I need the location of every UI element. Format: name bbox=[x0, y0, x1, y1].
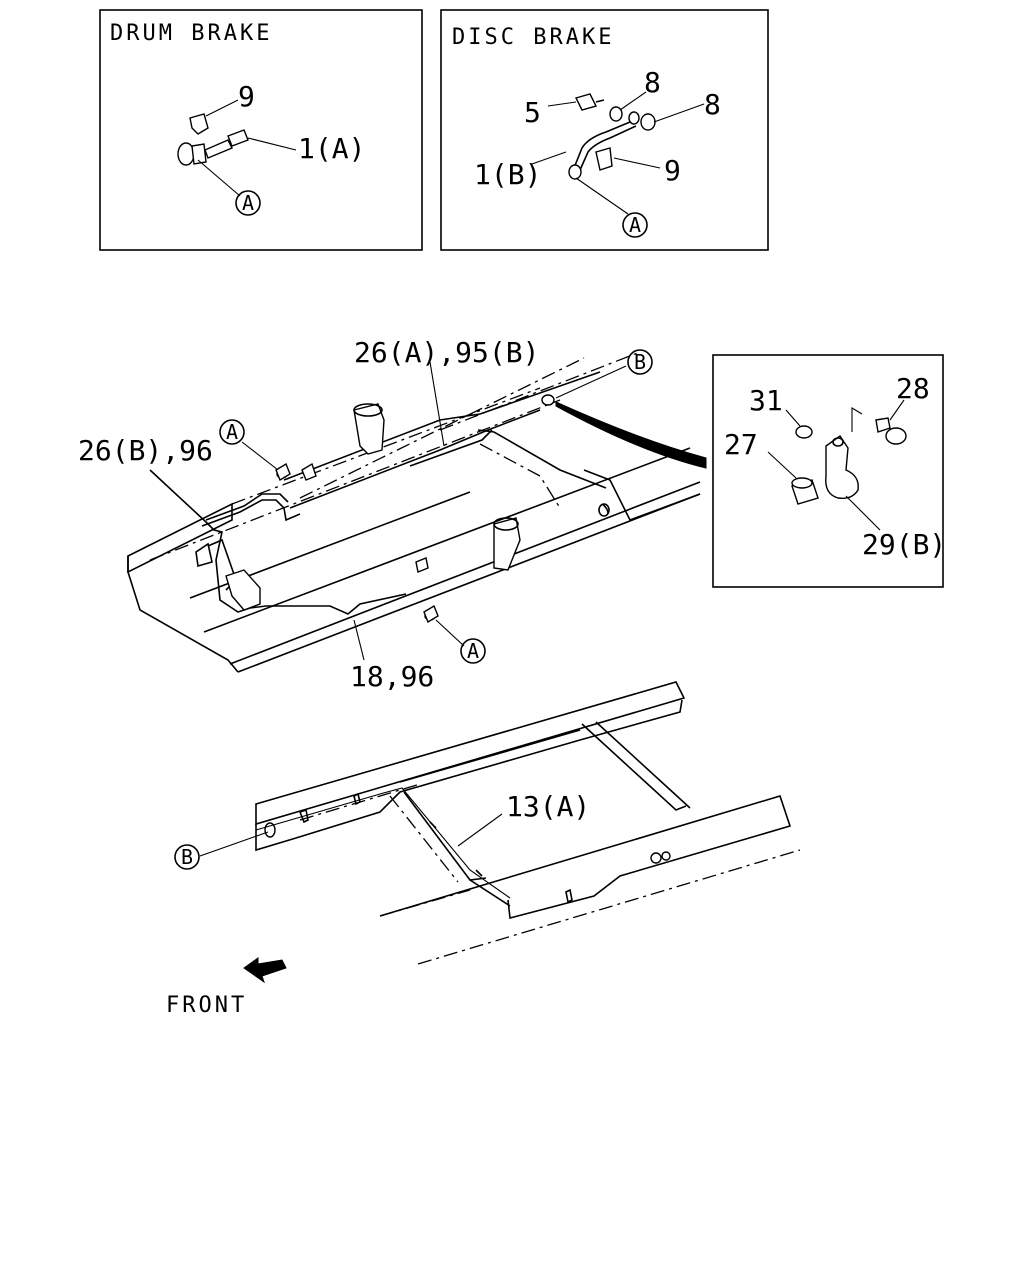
disc-label-1b: 1(B) bbox=[474, 158, 541, 191]
clip-label-27: 27 bbox=[724, 428, 758, 461]
upper-chassis-frame: 26(A),95(B) 26(B),96 18,96 B A A bbox=[78, 336, 701, 693]
disc-hose-part bbox=[573, 121, 631, 169]
drum-label-9: 9 bbox=[238, 80, 255, 113]
label-26b-96: 26(B),96 bbox=[78, 434, 213, 467]
disc-washer-part-1 bbox=[609, 106, 623, 122]
label-26a-95b: 26(A),95(B) bbox=[354, 336, 539, 369]
label-13a: 13(A) bbox=[506, 790, 590, 823]
clip-label-29b: 29(B) bbox=[862, 528, 946, 561]
nut-part-31 bbox=[795, 425, 813, 439]
svg-text:B: B bbox=[181, 845, 193, 869]
label-18-96: 18,96 bbox=[350, 660, 434, 693]
callout-a-upper bbox=[219, 419, 245, 445]
detail-leader-wedge bbox=[555, 401, 707, 469]
disc-label-8-upper: 8 bbox=[644, 66, 661, 99]
svg-text:A: A bbox=[467, 639, 479, 663]
brake-pipe-26a bbox=[409, 429, 493, 467]
clip-detail-frame bbox=[712, 354, 944, 588]
disc-clip-part bbox=[595, 147, 613, 171]
drum-brake-title: DRUM BRAKE bbox=[110, 21, 272, 46]
svg-text:A: A bbox=[242, 191, 254, 215]
disc-label-5: 5 bbox=[524, 96, 541, 129]
drum-callout-a bbox=[235, 190, 261, 216]
drum-clip-part bbox=[189, 113, 209, 135]
clip-detail-panel: 31 28 27 29(B) bbox=[712, 354, 946, 588]
callout-b-lower bbox=[174, 844, 200, 870]
valve-part bbox=[225, 569, 261, 611]
clamp-part-29b bbox=[825, 435, 859, 500]
callout-b-upper bbox=[627, 349, 653, 375]
front-label: FRONT bbox=[166, 993, 247, 1018]
disc-brake-panel: DISC BRAKE 5 8 8 1(B) 9 A bbox=[440, 9, 769, 251]
bolt-part-28 bbox=[885, 427, 907, 445]
disc-callout-a bbox=[622, 212, 648, 238]
disc-washer-part-2 bbox=[640, 113, 656, 131]
drum-label-1a: 1(A) bbox=[298, 132, 365, 165]
disc-bolt-part bbox=[574, 93, 598, 111]
lower-chassis-frame: 13(A) B bbox=[174, 681, 801, 965]
svg-text:B: B bbox=[634, 350, 646, 374]
callout-a-lower bbox=[460, 638, 486, 664]
clip-label-28: 28 bbox=[896, 372, 930, 405]
disc-brake-frame bbox=[440, 9, 769, 251]
disc-label-9: 9 bbox=[664, 154, 681, 187]
svg-text:A: A bbox=[226, 420, 238, 444]
disc-brake-title: DISC BRAKE bbox=[452, 25, 614, 50]
brake-pipe-26b bbox=[201, 499, 301, 527]
disc-label-8-lower: 8 bbox=[704, 88, 721, 121]
drum-brake-panel: DRUM BRAKE 9 1(A) A bbox=[99, 9, 423, 251]
clip-label-31: 31 bbox=[749, 384, 783, 417]
svg-text:A: A bbox=[629, 213, 641, 237]
front-arrow-icon bbox=[243, 957, 287, 984]
front-indicator: FRONT bbox=[166, 957, 287, 1018]
drum-brake-frame bbox=[99, 9, 423, 251]
